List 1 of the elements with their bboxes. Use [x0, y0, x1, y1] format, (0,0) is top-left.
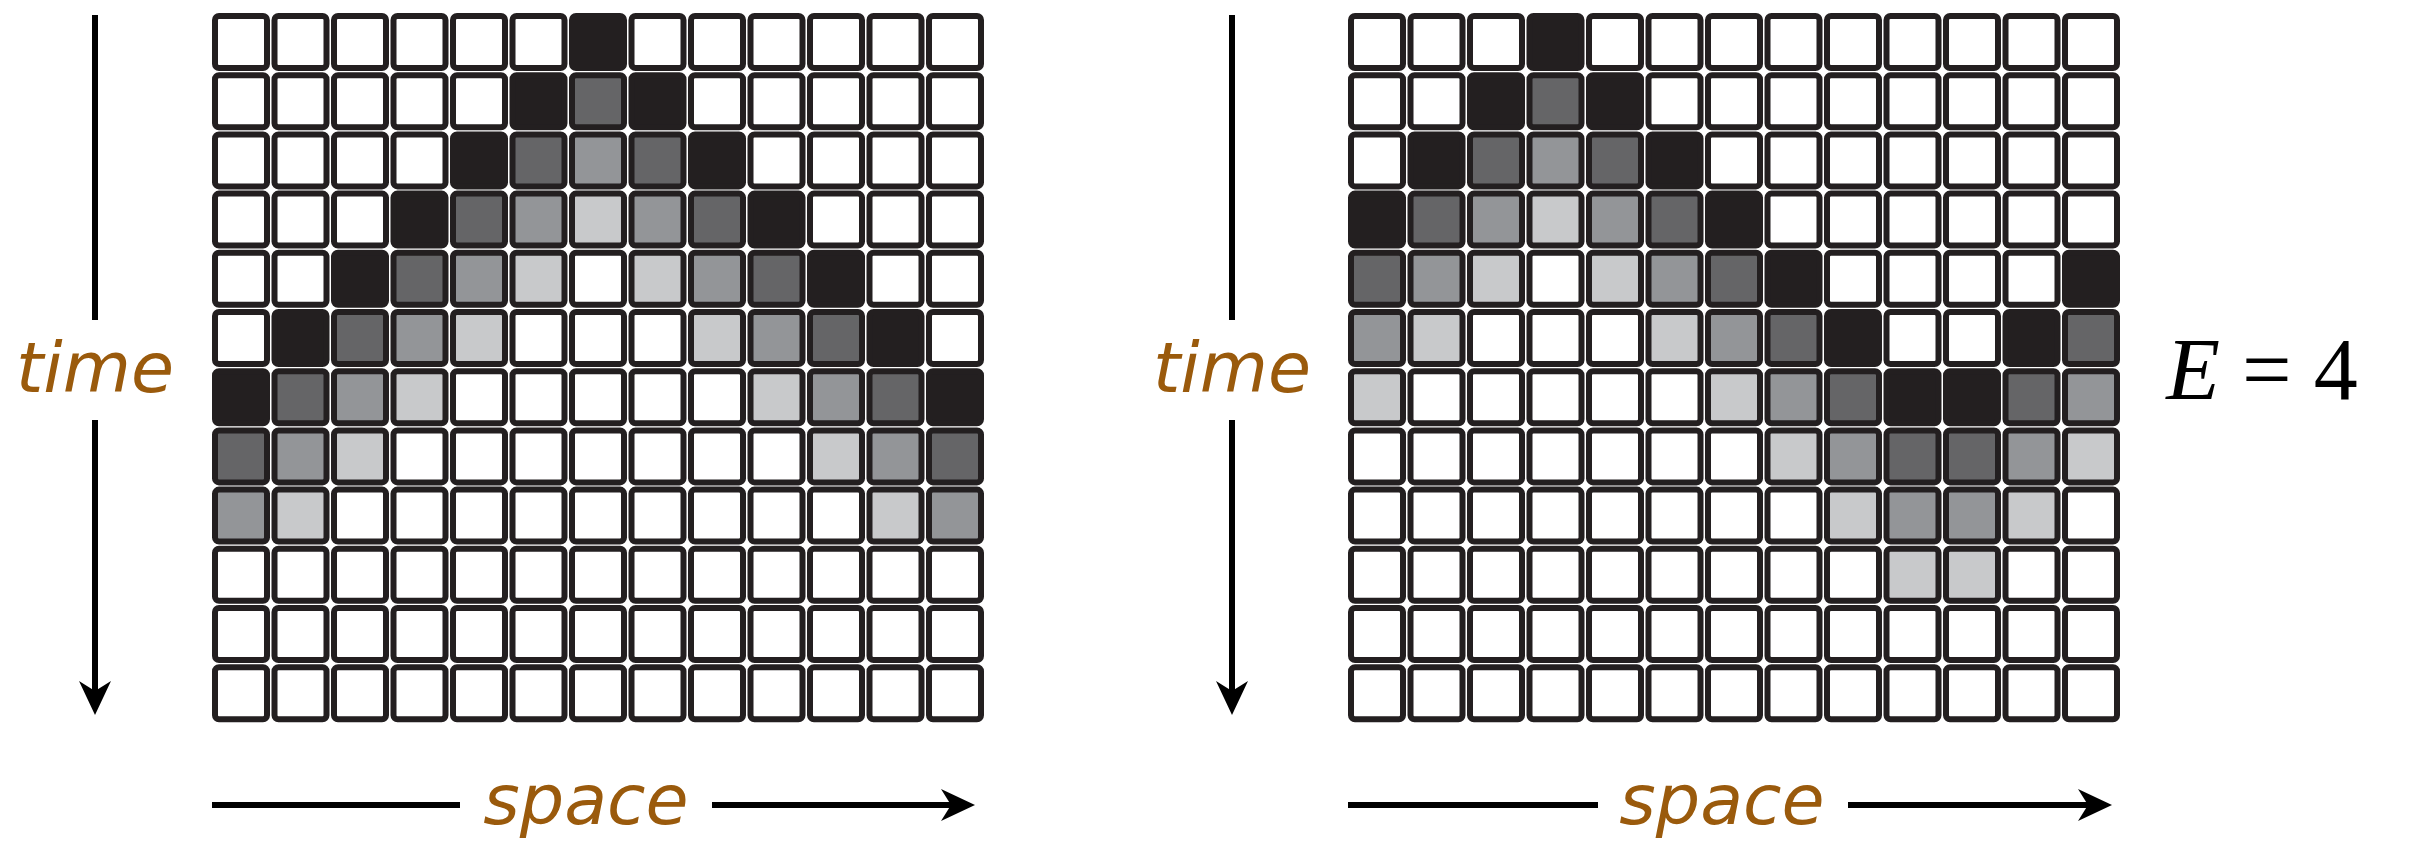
equation-label: E = 4	[2166, 326, 2358, 414]
